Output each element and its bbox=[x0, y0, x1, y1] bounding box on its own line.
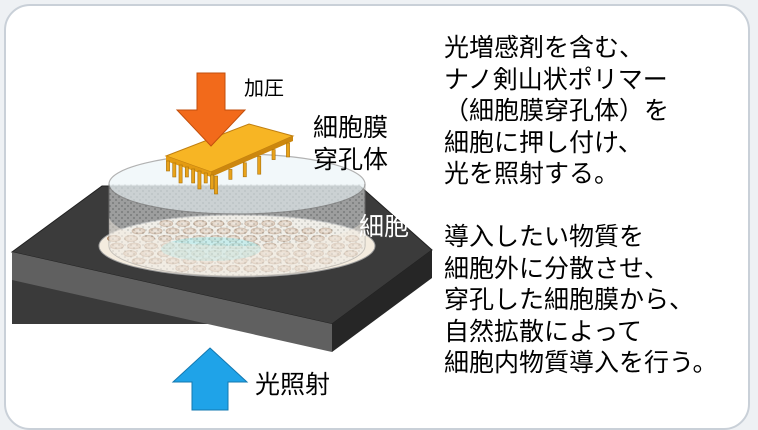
light-irradiation-label: 光照射 bbox=[255, 370, 331, 399]
desc-line: （細胞膜穿孔体）を bbox=[444, 96, 670, 125]
nano-spike bbox=[184, 166, 189, 178]
nano-spike bbox=[214, 175, 218, 195]
desc-line: ナノ剣山状ポリマー bbox=[444, 64, 668, 94]
petri-dish bbox=[98, 153, 376, 278]
nano-spike bbox=[228, 169, 233, 180]
perforator-plate bbox=[164, 123, 295, 195]
nano-spike bbox=[203, 172, 208, 184]
nano-spikes bbox=[166, 142, 290, 195]
cell-label: 細胞 bbox=[359, 212, 410, 241]
desc-line: 自然拡散によって bbox=[444, 316, 643, 346]
nano-spike bbox=[210, 174, 214, 190]
perforator-label-line2: 穿孔体 bbox=[313, 145, 389, 174]
desc-line: 細胞に押し付け、 bbox=[444, 127, 643, 157]
description-text: 光増感剤を含む、 ナノ剣山状ポリマー （細胞膜穿孔体）を 細胞に押し付け、 光を… bbox=[444, 32, 748, 379]
diagram-illustration bbox=[10, 72, 433, 411]
perforator-label: 細胞膜 穿孔体 bbox=[313, 112, 388, 176]
pressure-arrow-icon bbox=[175, 72, 247, 147]
desc-line: 導入したい物質を bbox=[444, 222, 645, 251]
nano-spike bbox=[172, 162, 177, 178]
nano-spike bbox=[178, 164, 183, 184]
perforator-label-line1: 細胞膜 bbox=[313, 113, 389, 142]
nano-spike bbox=[271, 149, 276, 160]
light-arrow-icon bbox=[171, 347, 249, 411]
nano-spike bbox=[286, 142, 290, 158]
desc-line: 光増感剤を含む、 bbox=[444, 33, 645, 62]
nano-spike bbox=[166, 160, 170, 172]
desc-line: 穿孔した細胞膜から、 bbox=[444, 285, 695, 314]
nano-spike bbox=[191, 168, 196, 184]
nano-spike bbox=[242, 162, 247, 178]
nano-spike bbox=[197, 170, 202, 190]
desc-line: 細胞外に分散させ、 bbox=[444, 253, 670, 283]
desc-line: 細胞内物質導入を行う。 bbox=[444, 348, 718, 377]
nano-spike bbox=[257, 155, 262, 175]
desc-line: 光を照射する。 bbox=[444, 159, 620, 188]
pressure-label: 加圧 bbox=[244, 76, 284, 100]
diagram-panel: 加圧 細胞膜 穿孔体 細胞 光照射 光増感剤を含む、 ナノ剣山状ポリマー （細胞… bbox=[4, 4, 750, 430]
paragraph-gap bbox=[444, 190, 748, 222]
